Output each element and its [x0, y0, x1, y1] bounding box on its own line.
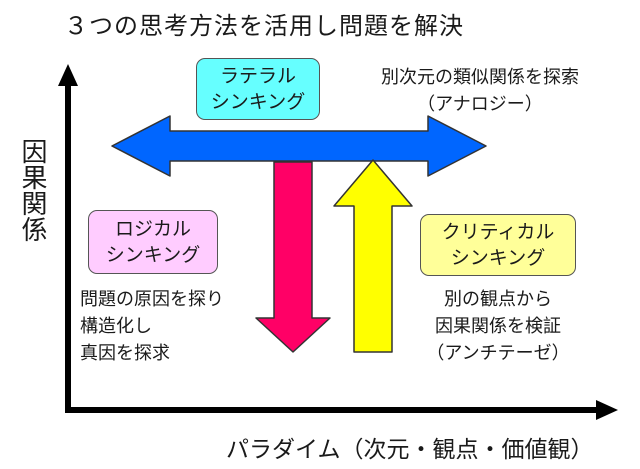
lateral-description: 別次元の類似関係を探索 （アナロジー） [360, 64, 600, 118]
logical-box-line1: ロジカル [114, 218, 191, 240]
critical-desc-line2: 因果関係を検証 [435, 316, 561, 337]
y-axis-label: 因果関係 [17, 138, 47, 242]
lateral-box-line2: シンキング [210, 91, 306, 113]
critical-box-line1: クリティカル [441, 221, 555, 243]
x-axis-label: パラダイム（次元・観点・価値観） [226, 437, 594, 463]
x-axis-arrowhead [596, 400, 618, 420]
horizontal-double-arrow [111, 115, 487, 177]
logical-thinking-box: ロジカル シンキング [88, 210, 218, 274]
critical-desc-line3: （アンチテーゼ） [426, 343, 570, 364]
y-axis-arrowhead [58, 64, 78, 86]
logical-desc-line3: 真因を探求 [80, 343, 170, 364]
lateral-desc-line1: 別次元の類似関係を探索 [381, 67, 579, 88]
lateral-box-line1: ラテラル [219, 65, 296, 87]
logical-desc-line2: 構造化し [80, 316, 152, 337]
critical-description: 別の観点から 因果関係を検証 （アンチテーゼ） [420, 286, 576, 367]
diagram-title: ３つの思考方法を活用し問題を解決 [64, 12, 464, 40]
critical-thinking-box: クリティカル シンキング [420, 214, 576, 276]
critical-desc-line1: 別の観点から [444, 289, 552, 310]
critical-box-line2: シンキング [450, 247, 546, 269]
logical-description: 問題の原因を探り 構造化し 真因を探求 [80, 286, 224, 367]
logical-desc-line1: 問題の原因を探り [80, 289, 224, 310]
lateral-desc-line2: （アナロジー） [417, 94, 543, 115]
logical-box-line2: シンキング [105, 244, 201, 266]
lateral-thinking-box: ラテラル シンキング [196, 58, 320, 120]
up-arrow [333, 159, 413, 353]
down-arrow [255, 161, 331, 353]
